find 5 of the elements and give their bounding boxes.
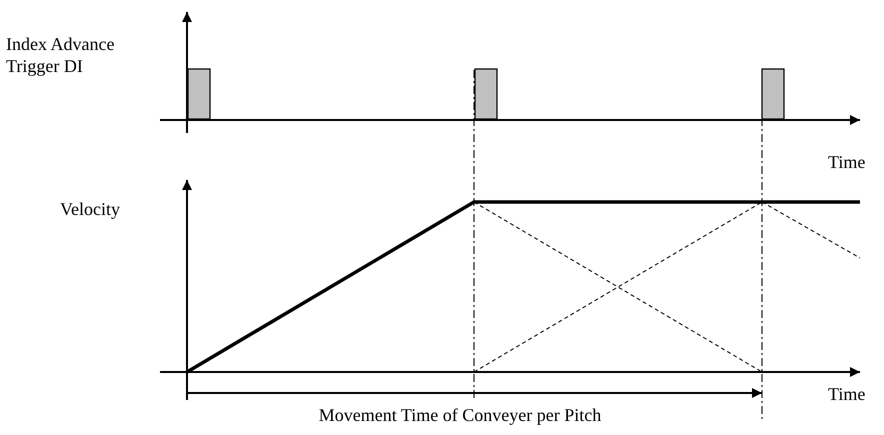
axis-label: Time bbox=[828, 383, 866, 405]
axis-label: Index Advance Trigger DI bbox=[6, 33, 116, 77]
axis-label: Time bbox=[828, 151, 866, 173]
axis-label: Velocity bbox=[60, 198, 121, 220]
dimension-label: Movement Time of Conveyer per Pitch bbox=[318, 404, 602, 426]
